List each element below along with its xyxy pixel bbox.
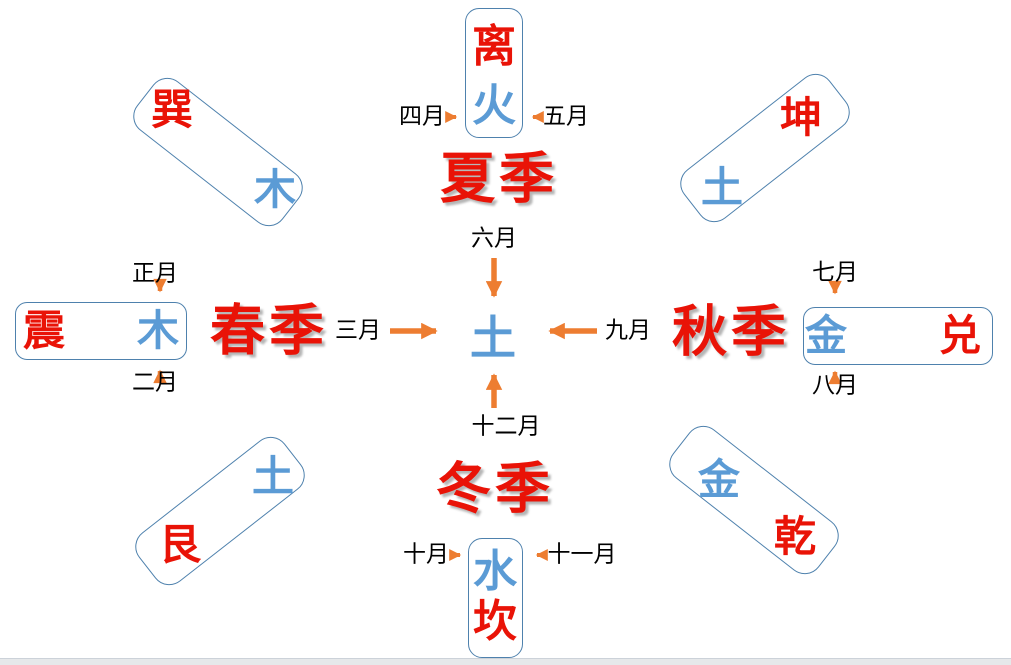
month-label-10: 十月 [403, 541, 449, 568]
trigram-gen: 艮 [158, 520, 202, 569]
season-spring: 春季 [209, 298, 329, 363]
element-earth-center: 土 [470, 311, 516, 365]
box-bottom-water [468, 538, 523, 658]
month-label-8: 八月 [812, 372, 858, 399]
month-label-9: 九月 [605, 317, 651, 344]
page-bottom-bar [0, 658, 1011, 665]
element-metal-qian: 金 [697, 455, 741, 504]
month-label-2: 二月 [132, 369, 178, 396]
trigram-zhen: 震 [22, 306, 66, 355]
element-metal-dui: 金 [804, 311, 848, 360]
season-winter: 冬季 [435, 456, 555, 521]
trigram-kan: 坎 [473, 596, 517, 647]
box-right-metal [803, 307, 993, 365]
trigram-kun: 坤 [779, 93, 823, 142]
season-autumn: 秋季 [671, 299, 791, 364]
box-top-fire [465, 8, 523, 138]
element-water: 水 [473, 546, 517, 597]
month-label-7: 七月 [812, 259, 858, 286]
element-earth-gen: 土 [251, 452, 295, 501]
trigram-li: 离 [472, 21, 516, 72]
season-summer: 夏季 [439, 146, 559, 211]
month-label-6: 六月 [471, 225, 517, 252]
month-label-5: 五月 [543, 103, 589, 130]
box-bottom-right-qian [662, 418, 846, 582]
month-label-1: 正月 [132, 260, 178, 287]
element-wood-xun: 木 [253, 165, 297, 214]
month-label-12: 十二月 [471, 413, 541, 440]
month-label-11: 十一月 [547, 541, 617, 568]
trigram-qian: 乾 [773, 512, 817, 561]
box-left-wood [15, 302, 187, 360]
month-label-4: 四月 [399, 103, 445, 130]
element-earth-kun: 土 [700, 163, 744, 212]
element-fire: 火 [472, 80, 516, 131]
element-wood-zhen: 木 [136, 306, 180, 355]
trigram-dui: 兑 [938, 311, 982, 360]
month-label-3: 三月 [335, 317, 381, 344]
trigram-xun: 巽 [150, 85, 194, 134]
